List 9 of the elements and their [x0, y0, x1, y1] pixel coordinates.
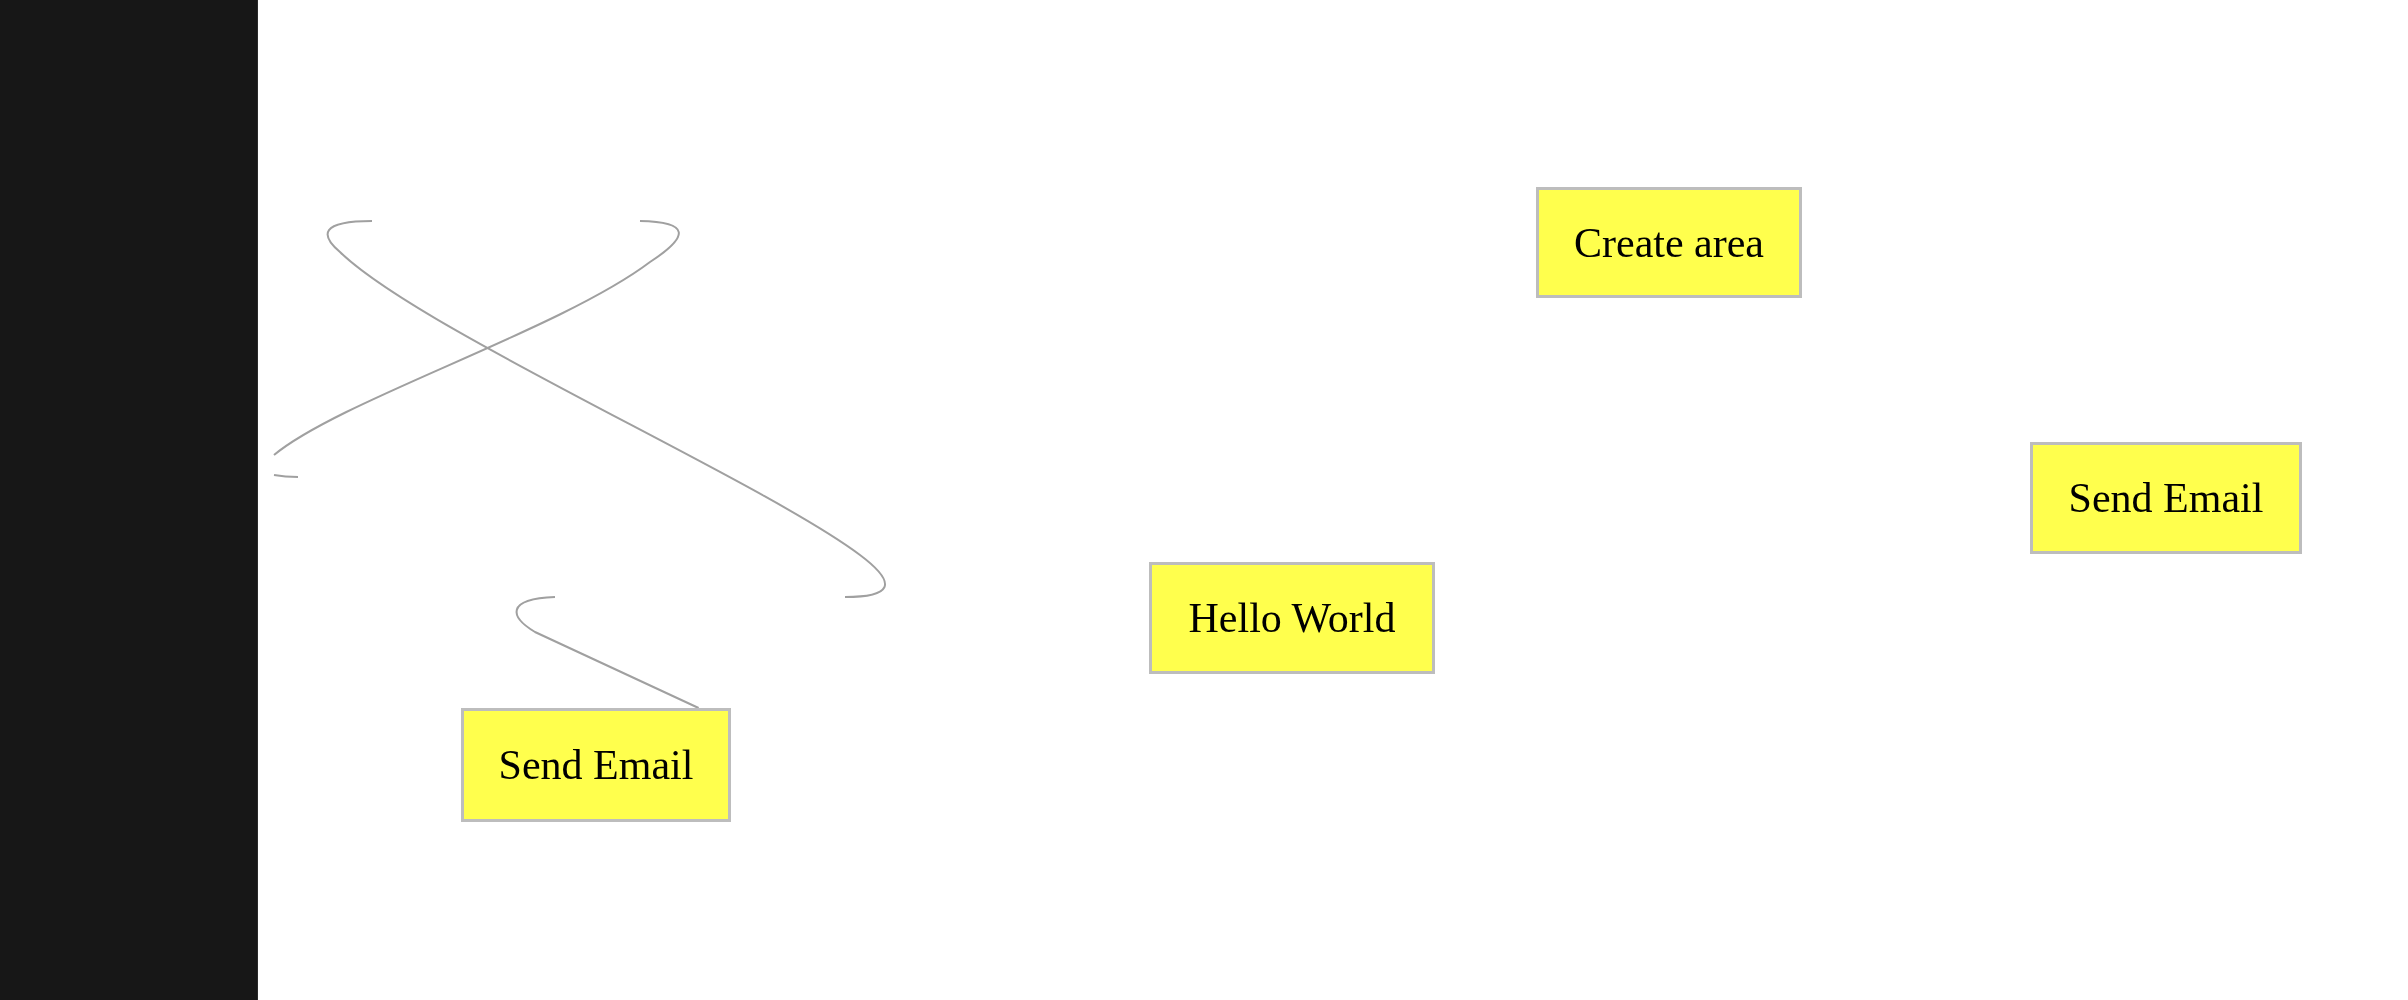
process-box: [461, 708, 731, 822]
node-label: Send Email: [2068, 474, 2264, 522]
process-box: [1536, 187, 1802, 298]
connector-line: [515, 596, 700, 709]
node-label: Hello World: [1188, 594, 1396, 642]
process-box: [2030, 442, 2302, 554]
process-box: [1149, 562, 1435, 674]
node-label: Create area: [1574, 218, 1764, 267]
node-label: Send Email: [498, 741, 694, 789]
